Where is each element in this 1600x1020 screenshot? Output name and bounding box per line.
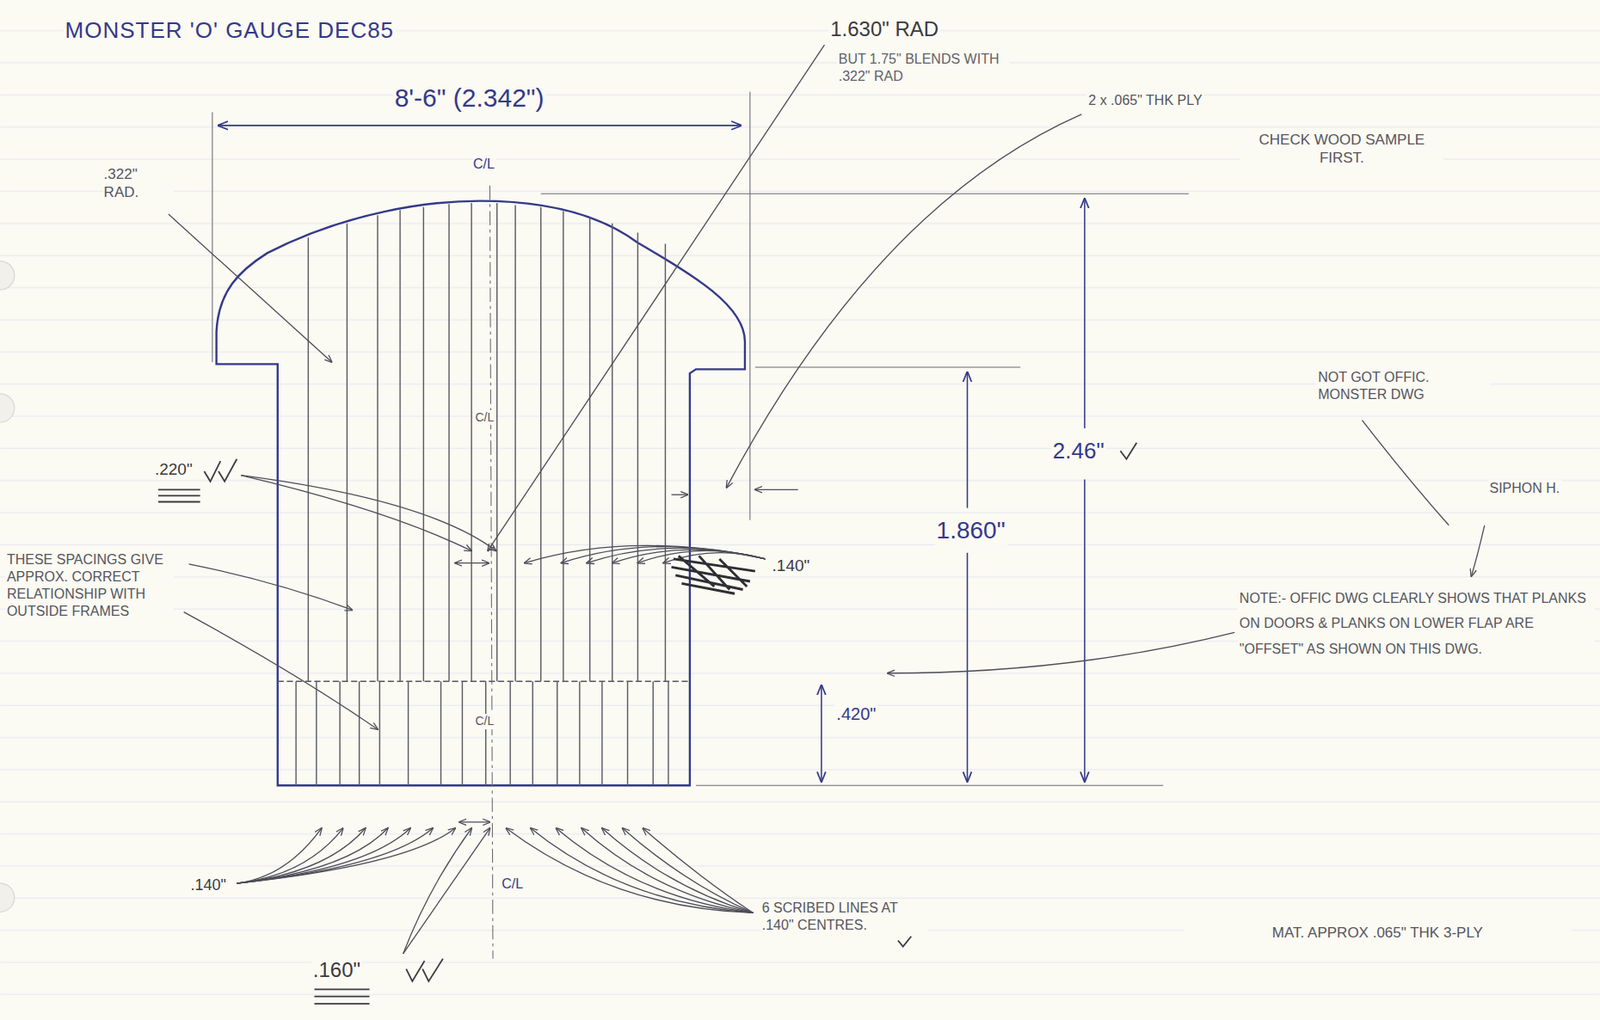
dimension-lines <box>218 125 1085 782</box>
centre-line <box>489 185 493 960</box>
radius-note: 1.630" RAD <box>828 16 941 43</box>
spacing-dimension: .140" <box>188 875 228 896</box>
note: SIPHON H. <box>1488 480 1563 498</box>
centre-line-mark: C/L <box>473 410 496 426</box>
radius-note: .322" RAD. <box>102 165 174 203</box>
spacing-dimension: .160" <box>311 957 363 984</box>
note: 6 SCRIBED LINES AT .140" CENTRES. <box>760 899 930 935</box>
note: NOT GOT OFFIC. MONSTER DWG <box>1316 369 1490 404</box>
door-planks <box>307 203 665 682</box>
check-marks <box>158 443 1137 1004</box>
spacing-dimension: .140" <box>770 555 813 577</box>
extension-lines <box>212 92 1189 786</box>
material-note: 2 x .065" THK PLY <box>1086 92 1204 110</box>
flap-planks <box>295 681 669 786</box>
centre-line-mark: C/L <box>473 713 496 730</box>
height-dimension: 2.46" <box>1051 436 1107 466</box>
centre-line-mark: C/L <box>471 155 497 173</box>
note: CHECK WOOD SAMPLE FIRST. <box>1239 130 1444 168</box>
note: NOTE:- OFFIC DWG CLEARLY SHOWS THAT PLAN… <box>1237 585 1595 663</box>
spacing-dimension: .220" <box>153 459 195 480</box>
sketch-title: MONSTER 'O' GAUGE DEC85 <box>63 16 397 45</box>
centre-line-mark: C/L <box>499 875 525 893</box>
material-note: MAT. APPROX .065" THK 3-PLY <box>1183 923 1572 942</box>
height-dimension: .420" <box>834 703 878 726</box>
radius-note: BUT 1.75" BLENDS WITH .322" RAD <box>836 50 1011 86</box>
pencil-scribble <box>671 555 756 594</box>
note: THESE SPACINGS GIVE APPROX. CORRECT RELA… <box>5 551 174 621</box>
door-outline <box>216 201 745 787</box>
height-dimension: 1.860" <box>935 515 1008 546</box>
leader-lines <box>168 44 1485 954</box>
width-dimension: 8'-6" (2.342") <box>393 81 547 115</box>
